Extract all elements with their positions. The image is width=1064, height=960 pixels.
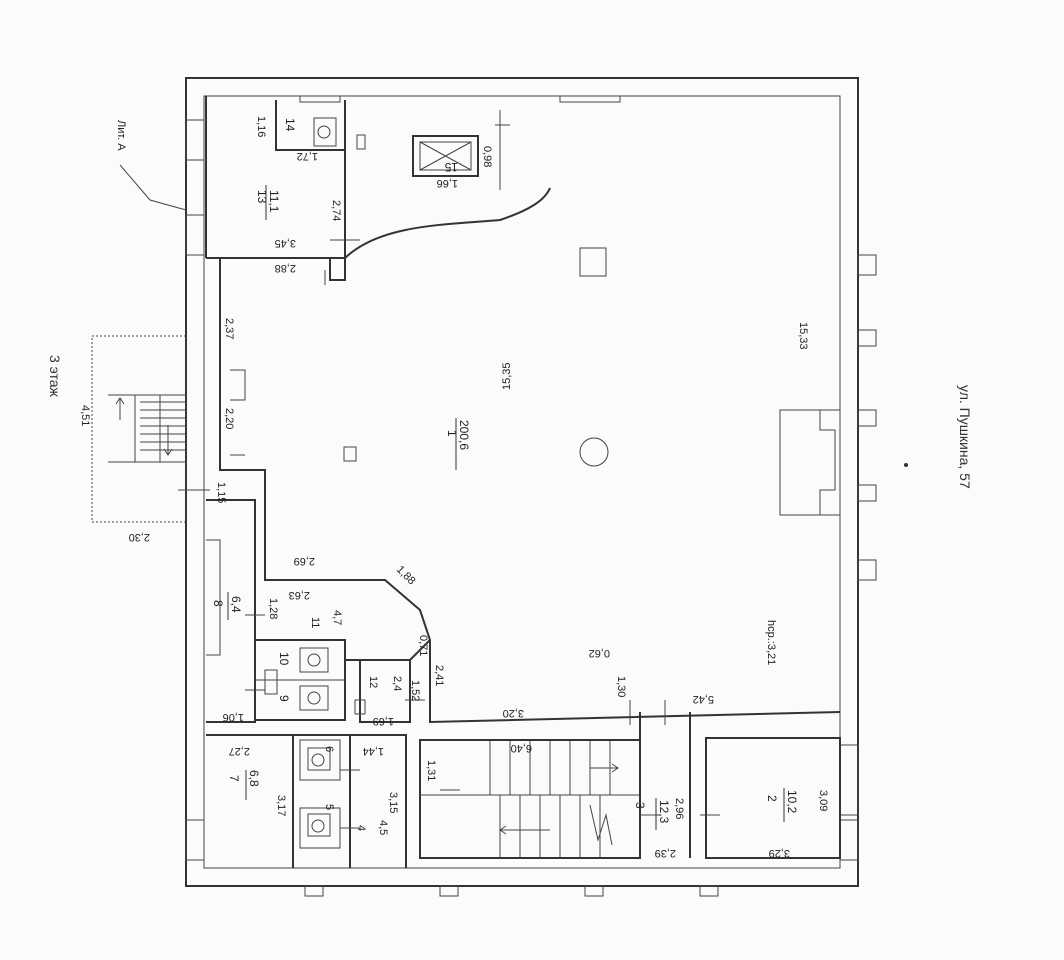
room-14-number: 14	[283, 118, 297, 132]
dim-15-33: 15,33	[797, 322, 809, 350]
dim-4-51: 4,51	[79, 405, 91, 426]
external-stair	[91, 335, 187, 523]
dim-0-71: 0,71	[417, 635, 429, 656]
room13-walls	[205, 96, 346, 259]
street-label: ул. Пушкина, 57	[957, 385, 973, 489]
dim-3-17: 3,17	[275, 795, 287, 816]
dim-3-09: 3,09	[817, 790, 829, 811]
toilet-14	[313, 117, 337, 147]
room-11-number: 11	[309, 617, 321, 628]
room-2-area: 10,2	[785, 790, 799, 814]
dim-1-69: 1,69	[373, 715, 394, 727]
room-3-number: 3	[633, 802, 647, 809]
room-11-area: 4,7	[331, 610, 343, 625]
room-7-number: 7	[227, 775, 241, 782]
dim-2-88: 2,88	[275, 262, 296, 274]
room-12	[359, 659, 411, 723]
dim-2-69: 2,69	[294, 555, 315, 567]
dim-1-16: 1,16	[255, 116, 267, 137]
room-12-area: 2,4	[391, 676, 403, 691]
dim-1-66: 1,66	[437, 177, 458, 189]
dim-0-98: 0,98	[481, 146, 493, 167]
dim-1-72: 1,72	[297, 150, 318, 162]
room-8-area: 6,4	[229, 596, 243, 613]
room-2	[705, 737, 841, 859]
inner-wall	[203, 95, 841, 869]
room-15-box	[412, 135, 479, 177]
door-ticks	[178, 239, 720, 829]
dim-1-52: 1,52	[409, 680, 421, 701]
bottom-left-walls	[206, 734, 407, 868]
dim-2-63: 2,63	[289, 589, 310, 601]
room-3-area: 12,3	[657, 800, 671, 824]
round-column	[579, 437, 609, 467]
dim-2-27: 2,27	[229, 745, 250, 757]
floor-label: 3 этаж	[47, 355, 63, 398]
room-4-number: 4	[355, 825, 367, 831]
room-1-area: 200,6	[457, 420, 471, 450]
dim-2-41: 2,41	[433, 665, 445, 686]
dim-2-37: 2,37	[223, 318, 235, 339]
dim-1-31: 1,31	[425, 760, 437, 781]
dim-5-42: 5,42	[693, 693, 714, 705]
dim-1-15: 1,15	[215, 482, 227, 503]
room-4-area: 4,5	[377, 820, 389, 835]
dim-1-28: 1,28	[267, 598, 279, 619]
hall-boundary	[206, 257, 841, 724]
dim-2-96: 2,96	[673, 798, 685, 819]
room-10-number: 10	[277, 652, 291, 666]
room-5-number: 5	[323, 804, 335, 810]
dim-1-06: 1,06	[223, 711, 244, 723]
room-15-number: 15	[444, 160, 458, 174]
column-small	[343, 446, 357, 462]
stair-3-steps	[420, 740, 640, 858]
dim-2-39: 2,39	[655, 847, 676, 859]
outer-wall	[185, 77, 859, 887]
curved-partition	[344, 187, 551, 259]
dim-3-45: 3,45	[275, 237, 296, 249]
dim-6-40: 6,40	[511, 742, 532, 754]
dim-15-35: 15,35	[501, 362, 513, 390]
litera-label: Лит. А	[115, 120, 127, 151]
room-8-number: 8	[211, 600, 225, 607]
dim-hcp: hcp.:3,21	[765, 620, 777, 665]
dim-2-20: 2,20	[223, 408, 235, 429]
windows-bottom	[304, 885, 719, 897]
dim-0-62: 0,62	[589, 647, 610, 659]
dim-2-30: 2,30	[129, 531, 150, 543]
dim-1-44: 1,44	[363, 745, 384, 757]
windows-top	[299, 95, 621, 103]
windows-street	[857, 254, 877, 581]
room-12-number: 12	[367, 676, 379, 688]
room-7-area: 6,8	[247, 770, 261, 787]
room-13-area: 11,1	[267, 190, 281, 213]
dim-3-29: 3,29	[769, 847, 790, 859]
dim-1-88: 1,88	[394, 564, 418, 588]
column	[579, 247, 607, 277]
room-9-number: 9	[277, 695, 291, 702]
external-stair-steps	[108, 394, 186, 463]
dim-1-30: 1,30	[615, 676, 627, 697]
room-1-number: 1	[445, 430, 459, 437]
dim-3-20: 3,20	[503, 707, 524, 719]
room-13-number: 13	[255, 190, 269, 204]
room-6-number: 6	[323, 746, 335, 752]
dim-2-74: 2,74	[330, 200, 342, 221]
dim-3-15: 3,15	[387, 792, 399, 813]
room8-walls	[206, 499, 256, 723]
room-2-number: 2	[765, 795, 779, 802]
